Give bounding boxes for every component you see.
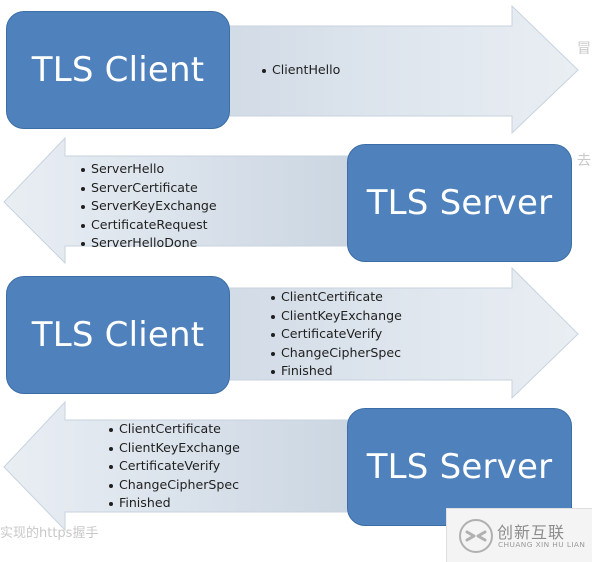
message-item: ClientCertificate bbox=[109, 420, 240, 439]
tls-server-box-1: TLS Server bbox=[347, 144, 572, 262]
message-item: CertificateVerify bbox=[271, 325, 402, 344]
message-item: CertificateRequest bbox=[81, 216, 217, 235]
tls-server-box-2: TLS Server bbox=[347, 408, 572, 526]
message-item: ClientKeyExchange bbox=[109, 439, 240, 458]
chuangxin-logo-icon bbox=[459, 519, 493, 553]
arrow-left-2 bbox=[3, 400, 377, 532]
background-fragment-mid-right: 去 bbox=[577, 153, 591, 169]
arrow-left-1 bbox=[3, 136, 377, 265]
message-item: ServerHelloDone bbox=[81, 234, 217, 253]
arrow-right-1 bbox=[205, 4, 579, 135]
message-item: CertificateVerify bbox=[109, 457, 240, 476]
message-item: ChangeCipherSpec bbox=[271, 344, 402, 363]
message-item: ServerKeyExchange bbox=[81, 197, 217, 216]
message-item: Finished bbox=[109, 494, 240, 513]
message-item: ServerHello bbox=[81, 160, 217, 179]
message-list-row-2: ServerHello ServerCertificate ServerKeyE… bbox=[81, 160, 217, 253]
logo-subtitle: CHUANG XIN HU LIAN bbox=[498, 540, 586, 549]
message-item: ServerCertificate bbox=[81, 179, 217, 198]
message-list-row-4: ClientCertificate ClientKeyExchange Cert… bbox=[109, 420, 240, 513]
message-item: ChangeCipherSpec bbox=[109, 476, 240, 495]
message-list-row-3: ClientCertificate ClientKeyExchange Cert… bbox=[271, 288, 402, 381]
message-item: ClientCertificate bbox=[271, 288, 402, 307]
message-list-row-1: ClientHello bbox=[262, 61, 340, 80]
tls-client-box-2: TLS Client bbox=[6, 276, 230, 394]
background-fragment-bottom-left: 实现的https握手 bbox=[0, 526, 99, 541]
message-item: ClientHello bbox=[262, 61, 340, 80]
tls-client-box-1: TLS Client bbox=[6, 11, 230, 129]
message-item: Finished bbox=[271, 362, 402, 381]
background-fragment-top-right: 冒 bbox=[577, 41, 591, 57]
message-item: ClientKeyExchange bbox=[271, 307, 402, 326]
watermark-logo: 创新互联 CHUANG XIN HU LIAN bbox=[446, 508, 592, 562]
logo-title: 创新互联 bbox=[497, 523, 566, 542]
arrow-right-2 bbox=[205, 266, 579, 400]
